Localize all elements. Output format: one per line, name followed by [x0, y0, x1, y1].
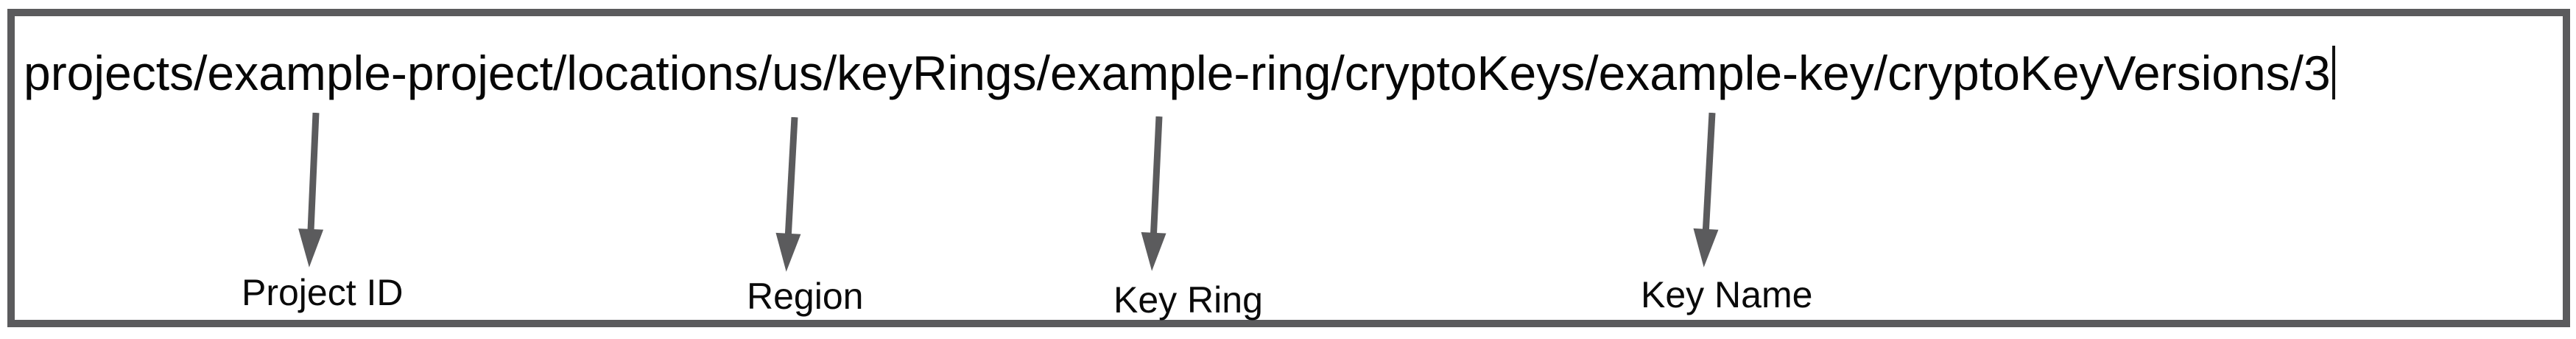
label-key-ring: Key Ring: [1113, 279, 1263, 321]
key-name-arrow-down-icon: [1693, 112, 1719, 268]
diagram-frame: [7, 9, 2570, 327]
key-ring-arrow-down-icon: [1141, 116, 1166, 271]
resource-path-field[interactable]: projects/example-project/locations/us/ke…: [24, 46, 2335, 99]
label-region: Region: [747, 276, 864, 317]
label-key-name: Key Name: [1641, 274, 1813, 315]
label-project-id: Project ID: [242, 272, 404, 313]
resource-path-text: projects/example-project/locations/us/ke…: [24, 46, 2331, 100]
text-caret-icon: [2332, 46, 2335, 99]
project-id-arrow-down-icon: [298, 112, 324, 268]
region-arrow-down-icon: [775, 116, 801, 272]
